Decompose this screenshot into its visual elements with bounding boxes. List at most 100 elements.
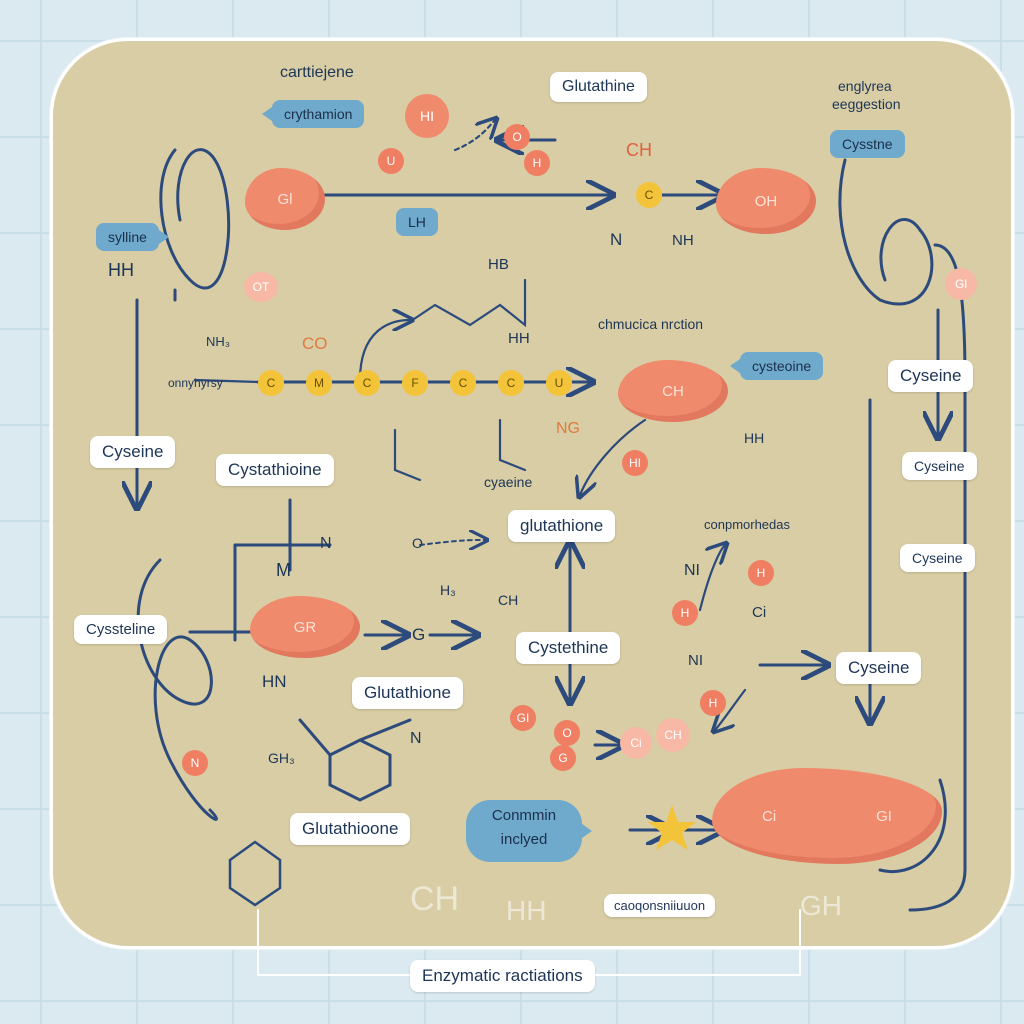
curve-arrow-1 (358, 320, 410, 382)
lower-left-loop (136, 558, 218, 821)
faint-ch: CH (410, 880, 460, 918)
box-cysteine-r2: Cyseine (902, 452, 977, 480)
box-lh: LH (396, 208, 438, 236)
chain-atom: C (258, 370, 284, 396)
atom-ci-bottom: Ci (620, 727, 652, 759)
box-cysteine-r1: Cyseine (888, 360, 974, 392)
footer-label: Enzymatic ractiations (410, 960, 595, 992)
atom-o-top: O (504, 124, 530, 150)
atom-n-loop: N (182, 750, 208, 776)
benzene-ring (328, 738, 392, 802)
label-hh: HH (108, 260, 134, 280)
box-glutathioone-bottom: Glutathioone (290, 813, 411, 845)
atom-hi-top: HI (405, 94, 449, 138)
star-shape (648, 805, 696, 850)
label-o-small: O (412, 535, 423, 551)
curve-arrow-3 (698, 545, 725, 612)
box-cystine-right: Cysstne (830, 130, 905, 158)
atom-gi-right: Gl (945, 268, 977, 300)
comment-line-2: inclyed (500, 831, 548, 848)
box-cysteline-left: Cyssteline (74, 615, 168, 644)
box-cysteine-r4: Cyseine (836, 652, 922, 684)
chain-atom: F (402, 370, 428, 396)
atom-h-top: H (524, 150, 550, 176)
curve-arrow-5 (453, 120, 495, 152)
label-ci: Ci (752, 604, 767, 621)
curve-arrow-4 (715, 688, 747, 730)
label-h-small: H₃ (440, 582, 456, 598)
label-nh3: NH₃ (206, 334, 231, 349)
label-m: M (276, 560, 291, 580)
blob-bottom-label-2: GI (876, 807, 892, 825)
chain-atom: C (450, 370, 476, 396)
label-n-left: N (610, 230, 623, 249)
bottom-right-loop (878, 778, 947, 873)
atom-hi-mid: HI (622, 450, 648, 476)
label-nh: NH (672, 232, 694, 249)
protein-blob-gi-left: Gl (245, 168, 325, 230)
protein-blob-oh-right: OH (716, 168, 816, 234)
atom-g-bottom: G (550, 745, 576, 771)
atom-ch-bottom: CH (656, 718, 690, 752)
box-glutathione-mid: glutathione (508, 510, 616, 542)
box-cystathioine: Cystathioine (216, 454, 334, 486)
box-sylline: sylline (96, 223, 169, 251)
chain-atom: C (354, 370, 380, 396)
label-g: G (412, 625, 426, 644)
faint-gh: GH (800, 890, 842, 921)
cyclohexane-ring (228, 840, 282, 907)
label-ni: NI (684, 562, 700, 579)
annotation-conpmordeas: conpmorhedas (704, 517, 790, 532)
label-hh-right: HH (744, 430, 765, 446)
comment-line-1: Conmmin (491, 807, 557, 824)
ring-connector (358, 718, 412, 742)
faint-hh: HH (506, 895, 547, 926)
chain-atom: M (306, 370, 332, 396)
chain-atom: C (498, 370, 524, 396)
label-ch-small: CH (498, 592, 519, 608)
annotation-onnyhyrsy: onnyhyrsy (168, 376, 223, 390)
label-hn: HN (262, 672, 287, 691)
right-coil (838, 158, 934, 306)
label-n-ring: N (410, 730, 422, 747)
chain-atom: U (546, 370, 572, 396)
atom-h-2: H (672, 600, 698, 626)
label-ng: NG (556, 420, 580, 437)
box-cysteine-r3: Cyseine (900, 544, 975, 572)
protein-blob-center: CH (618, 360, 728, 422)
curve-arrow-2 (580, 418, 647, 495)
caption-top-left: carttiejene (280, 64, 354, 81)
comment-bubble: Conmmin inclyed (466, 800, 592, 862)
skeleton-center-2 (498, 418, 527, 472)
label-ch-top: CH (626, 140, 652, 160)
annotation-chemical-reaction: chmucica nrction (598, 316, 704, 332)
annotation-cyaeine: cyaeine (484, 474, 533, 490)
label-hh-lower: HH (508, 330, 530, 347)
blob-bottom-label-1: Ci (761, 807, 777, 825)
atom-c: C (636, 182, 662, 208)
box-cystaoine: cysteoine (729, 352, 824, 380)
box-cysthamion: crythamion (261, 100, 365, 128)
ring-connector-2 (298, 718, 332, 757)
label-co: CO (302, 334, 328, 353)
box-glutathine-top: Glutathine (550, 72, 647, 102)
atom-h-3: H (700, 690, 726, 716)
box-condensation: caoqonsniiuuon (604, 894, 716, 917)
atom-ot: OT (244, 272, 278, 302)
label-hb: HB (488, 256, 509, 273)
box-cystethine: Cystethine (516, 632, 621, 664)
box-glutathione-lower: Glutathione (352, 677, 463, 709)
atom-u: U (378, 148, 404, 174)
caption-top-right-1: englyrea (838, 78, 892, 94)
caption-top-right-2: eeggestion (832, 96, 901, 112)
chain-left-line (193, 378, 260, 384)
box-cysteine-left: Cyseine (90, 436, 176, 468)
label-gh: GH₃ (268, 750, 295, 766)
atom-gi-bottom: GI (510, 705, 536, 731)
skeleton-center (403, 278, 527, 328)
left-coil (159, 148, 231, 290)
label-n-small: N (320, 535, 332, 552)
protein-blob-gr: GR (250, 596, 360, 658)
skeleton-left (393, 428, 422, 482)
label-ni-2: NI (688, 652, 703, 669)
